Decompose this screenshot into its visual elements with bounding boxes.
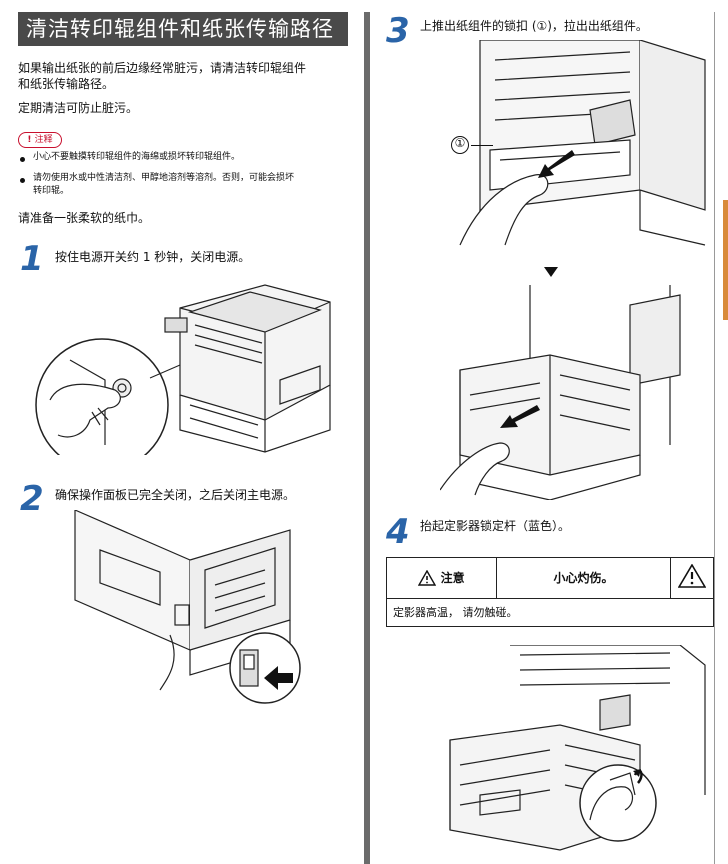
- note-bullet-1: 小心不要触摸转印辊组件的海绵或损坏转印辊组件。: [33, 152, 241, 162]
- chapter-tab: [723, 200, 728, 320]
- note-bullet-2-line-1: 请勿使用水或中性清洁剂、甲醇地溶剂等溶剂。否则，可能会损坏: [33, 173, 295, 183]
- caution-detail: 定影器高温， 请勿触碰。: [393, 606, 518, 619]
- caution-label-cell: 注意: [387, 558, 497, 598]
- callout-label: ①: [454, 136, 466, 150]
- step-2-number: 2: [20, 479, 44, 519]
- intro-line-1: 如果输出纸张的前后边缘经常脏污，请清洁转印辊组件: [18, 61, 307, 75]
- bullet-dot: [20, 178, 25, 183]
- page-edge-line: [714, 12, 715, 864]
- step-3-illustration-b: [440, 285, 681, 500]
- intro-line-2: 和纸张传输路径。: [18, 77, 115, 91]
- callout-leader-line: [471, 145, 493, 146]
- caution-message: 小心灼伤。: [497, 558, 671, 598]
- note-bullet-2-line-2: 转印辊。: [33, 186, 70, 196]
- step-3-illustration-a: [459, 40, 706, 246]
- step-3-number: 3: [386, 11, 410, 51]
- intro-text: 如果输出纸张的前后边缘经常脏污，请清洁转印辊组件 和纸张传输路径。: [18, 60, 358, 92]
- note-badge: ! 注释: [18, 132, 62, 148]
- periodic-text: 定期清洁可防止脏污。: [18, 101, 139, 115]
- bullet-dot: [20, 157, 25, 162]
- step-4-text: 抬起定影器锁定杆（蓝色）。: [420, 519, 571, 533]
- step-1-text: 按住电源开关约 1 秒钟，关闭电源。: [55, 250, 251, 264]
- caution-icon-cell: [671, 558, 713, 598]
- note-bullet-2: 请勿使用水或中性清洁剂、甲醇地溶剂等溶剂。否则，可能会损坏 转印辊。: [33, 172, 358, 198]
- step-4-number: 4: [386, 512, 410, 552]
- step-2-illustration: [74, 510, 301, 704]
- caution-box: 注意 小心灼伤。 定影器高温， 请勿触碰。: [386, 557, 714, 627]
- prepare-text: 请准备一张柔软的纸巾。: [18, 211, 151, 225]
- caution-header-row: 注意 小心灼伤。: [387, 558, 713, 599]
- note-alert-icon: !: [27, 135, 35, 145]
- step-2-text: 确保操作面板已完全关闭，之后关闭主电源。: [55, 488, 296, 502]
- down-arrow-icon: [544, 267, 558, 277]
- warning-triangle-icon: [418, 569, 437, 586]
- column-divider: [364, 12, 370, 864]
- note-badge-label: 注释: [34, 135, 53, 145]
- caution-label: 注意: [440, 571, 465, 585]
- step-1-illustration: [35, 284, 331, 455]
- section-title: 清洁转印辊组件和纸张传输路径: [18, 12, 348, 46]
- step-3-text: 上推出纸组件的锁扣 (①)，拉出出纸组件。: [420, 19, 648, 33]
- step-4-illustration: [449, 645, 706, 851]
- step-1-number: 1: [20, 239, 44, 279]
- callout-circle-icon: [451, 136, 469, 154]
- warning-triangle-large-icon: [677, 563, 707, 588]
